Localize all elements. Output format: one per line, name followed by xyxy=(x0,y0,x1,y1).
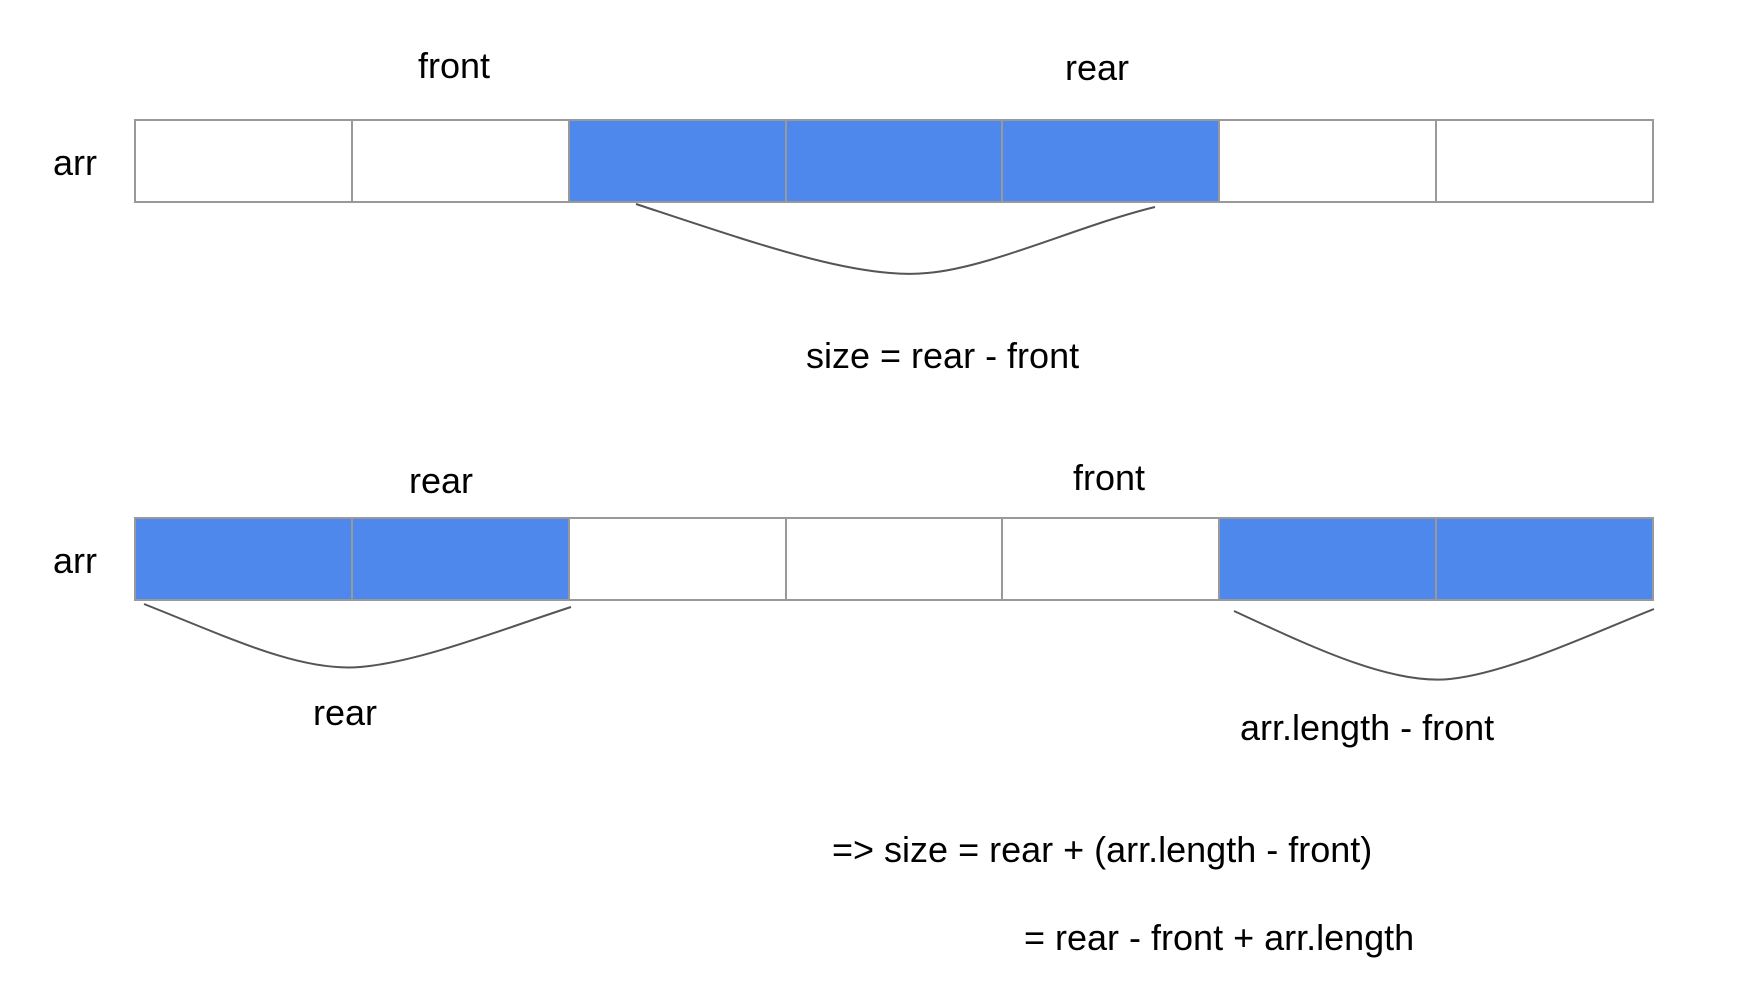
front-to-end-brace xyxy=(1233,608,1655,681)
rear-pointer-label: rear xyxy=(409,460,474,501)
array-cell-filled xyxy=(1220,519,1438,599)
array-cell-filled xyxy=(1003,121,1221,201)
size-formula-line-2: = rear - front + arr.length xyxy=(1024,917,1415,958)
size-formula: size = rear - front xyxy=(806,335,1080,376)
array-cell-empty xyxy=(1220,121,1438,201)
size-brace xyxy=(635,203,1156,275)
array-cell-filled xyxy=(352,519,570,599)
front-pointer-label: front xyxy=(418,45,491,86)
rear-brace xyxy=(143,603,572,669)
rear-pointer-label: rear xyxy=(1065,47,1130,88)
array-cell-filled xyxy=(569,121,787,201)
array-cell-empty xyxy=(569,519,787,599)
array-row-2 xyxy=(134,517,1654,601)
array-cell-filled xyxy=(136,519,353,599)
array-cell-filled xyxy=(786,121,1004,201)
left-brace-label: rear xyxy=(313,692,378,733)
array-label: arr xyxy=(53,540,97,581)
array-cell-empty xyxy=(1437,121,1653,201)
array-cell-empty xyxy=(1003,519,1221,599)
array-label: arr xyxy=(53,142,97,183)
right-brace-label: arr.length - front xyxy=(1240,707,1495,748)
array-cell-filled xyxy=(1437,519,1653,599)
front-pointer-label: front xyxy=(1073,457,1146,498)
array-cell-empty xyxy=(136,121,353,201)
array-cell-empty xyxy=(786,519,1004,599)
array-cell-empty xyxy=(352,121,570,201)
size-formula-line-1: => size = rear + (arr.length - front) xyxy=(832,829,1373,870)
array-row-1 xyxy=(134,119,1654,203)
